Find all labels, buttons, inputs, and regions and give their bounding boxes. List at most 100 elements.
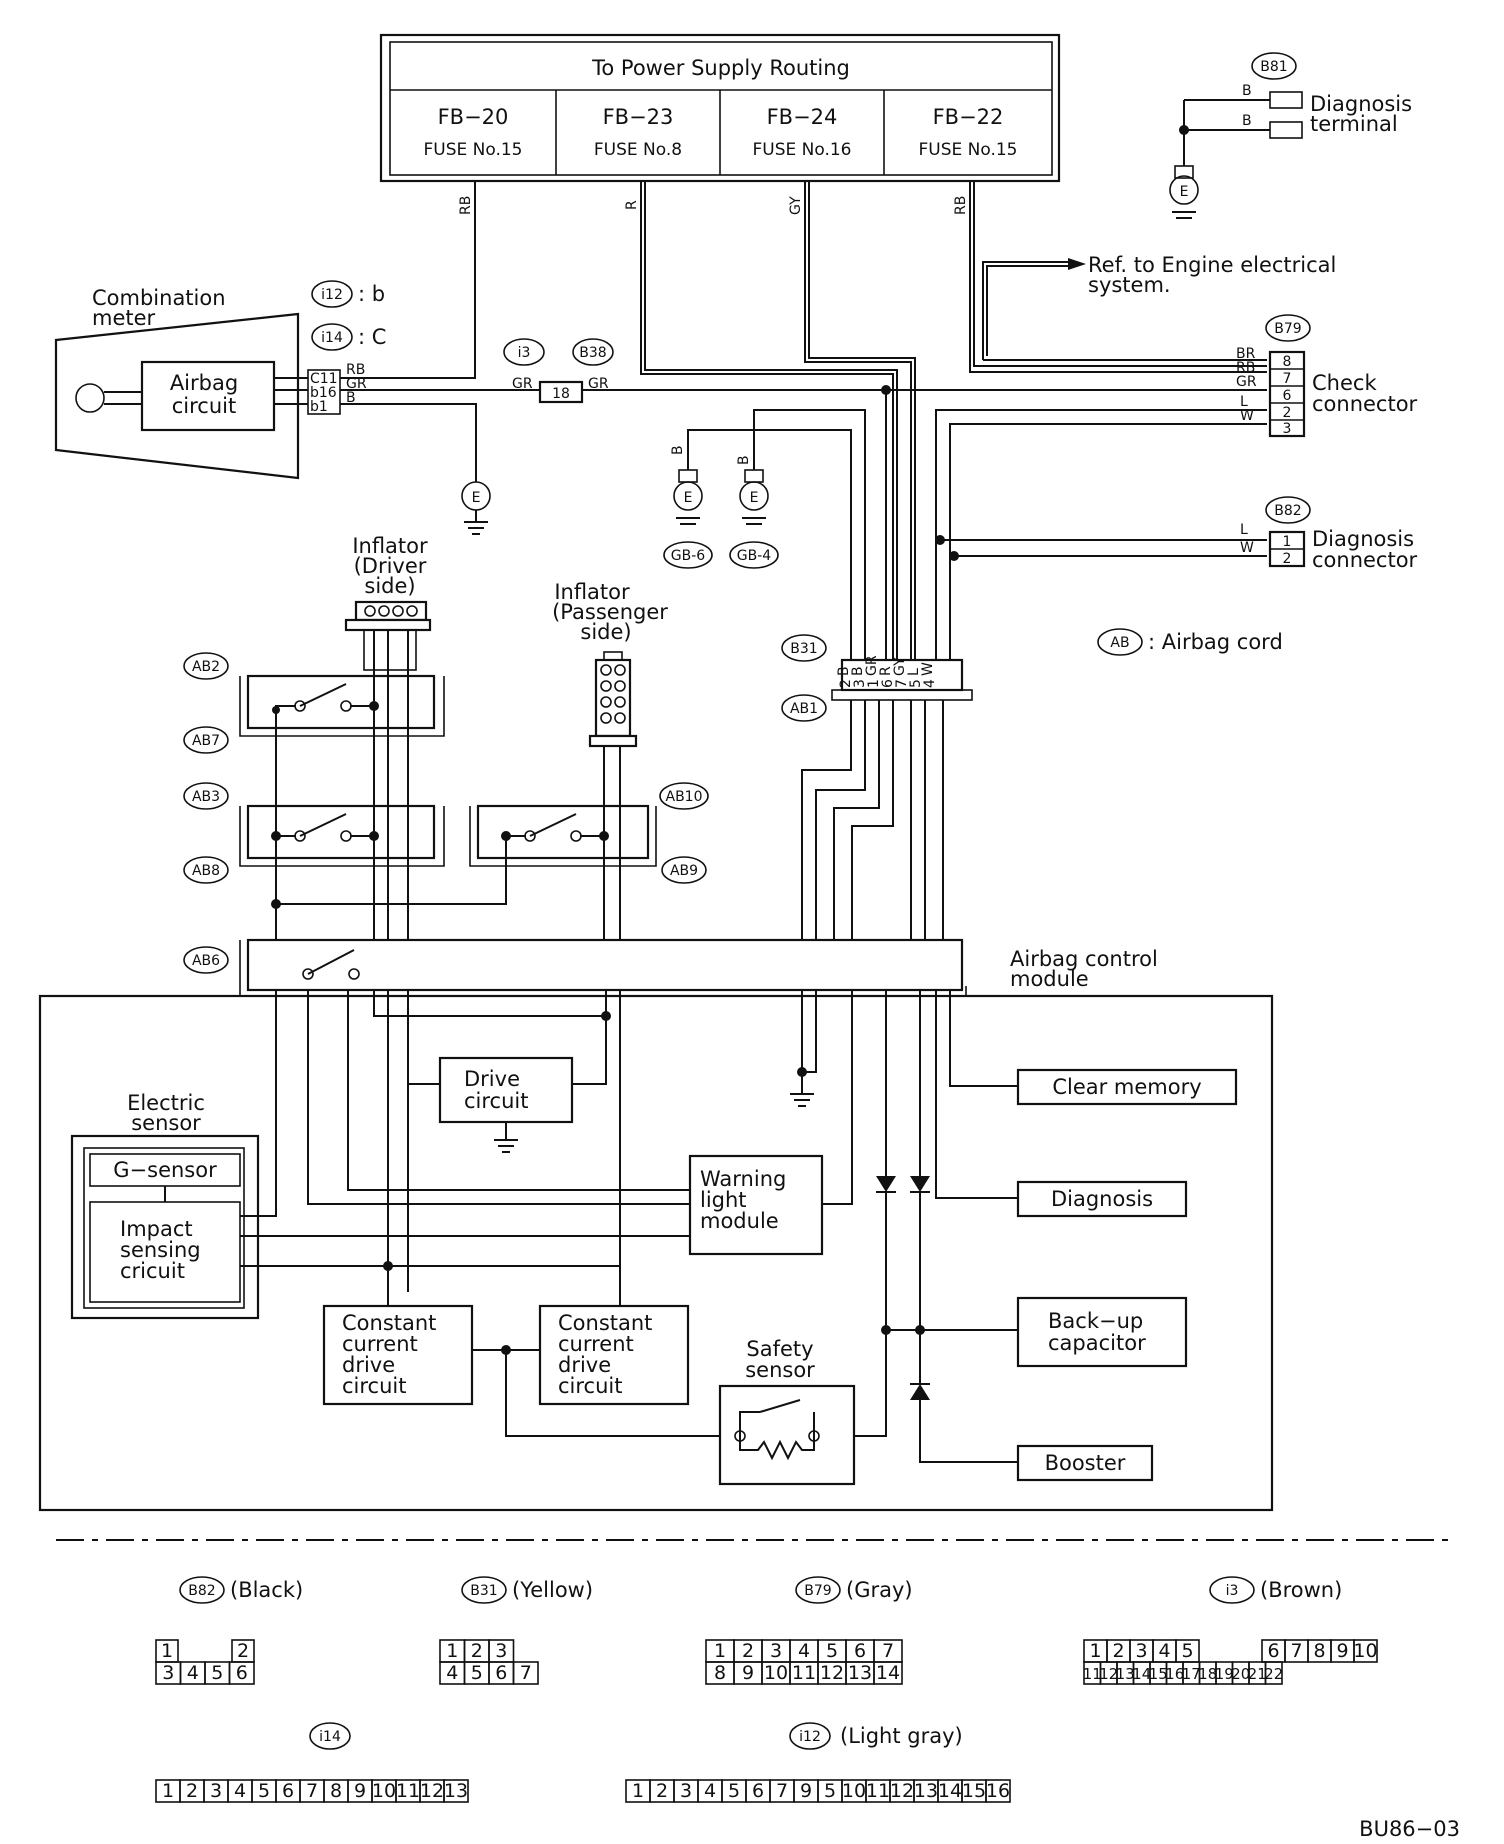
combination-meter-title-2: meter	[92, 306, 156, 330]
i14-pin: 11	[396, 1780, 420, 1802]
i12-pin: 3	[680, 1780, 692, 1802]
svg-text:W: W	[1240, 540, 1254, 556]
svg-text:B81: B81	[1260, 59, 1287, 75]
top-wiring	[340, 181, 1267, 686]
b31-row1-pin: 3	[495, 1640, 507, 1662]
svg-text:3: 3	[1283, 421, 1292, 437]
svg-text:L: L	[906, 668, 922, 676]
b79-row2-pin: 14	[876, 1662, 900, 1684]
svg-text:4: 4	[922, 679, 938, 688]
i3-row2-pin: 13	[1116, 1665, 1135, 1683]
svg-text:GB-6: GB-6	[671, 548, 706, 564]
i3-row1b-pin: 7	[1290, 1640, 1302, 1662]
i14-cell	[443, 1779, 469, 1803]
svg-text:(Driver: (Driver	[354, 554, 427, 578]
i3-row2-pin: 15	[1149, 1665, 1168, 1683]
svg-text:B79: B79	[804, 1583, 831, 1599]
i12-cell	[985, 1779, 1011, 1803]
i3-row1a-pin: 2	[1112, 1640, 1124, 1662]
i12-pin: 1	[632, 1780, 644, 1802]
svg-text:RB: RB	[1236, 360, 1255, 376]
svg-text:sensor: sensor	[131, 1111, 201, 1135]
svg-text:Impact: Impact	[120, 1217, 193, 1241]
i3-row1a-pin: 3	[1135, 1640, 1147, 1662]
i3-row2-pin: 12	[1099, 1665, 1118, 1683]
b79-row1-pin: 7	[882, 1640, 894, 1662]
svg-text:i12: i12	[799, 1729, 821, 1745]
i3-row1a-pin: 1	[1089, 1640, 1101, 1662]
svg-text:capacitor: capacitor	[1048, 1331, 1146, 1355]
svg-text:E: E	[750, 490, 759, 506]
svg-text:B: B	[836, 666, 852, 676]
svg-text:connector: connector	[1312, 392, 1418, 416]
i12-pin: 12	[890, 1780, 914, 1802]
b82-row2-pin: 5	[211, 1662, 223, 1684]
svg-text:light: light	[700, 1188, 747, 1212]
i12-pin: 5	[728, 1780, 740, 1802]
svg-text:i3: i3	[1226, 1583, 1239, 1599]
i3-row1b-pin: 10	[1353, 1640, 1377, 1662]
i14-pin: 6	[282, 1780, 294, 1802]
i3-row1b-pin: 6	[1267, 1640, 1279, 1662]
svg-text:terminal: terminal	[1310, 112, 1398, 136]
svg-text:1: 1	[1283, 534, 1292, 550]
i12-pin: 16	[986, 1780, 1010, 1802]
i3-row1a-pin: 4	[1158, 1640, 1170, 1662]
svg-text:1: 1	[866, 679, 882, 688]
inflator-passenger: Inflator (Passenger side)	[552, 580, 668, 748]
power-supply-title: To Power Supply Routing	[591, 56, 850, 80]
i14-pin: 2	[186, 1780, 198, 1802]
svg-text:L: L	[1240, 522, 1248, 538]
i3-row1a-pin: 5	[1181, 1640, 1193, 1662]
fb-23-label: FB−23	[603, 105, 674, 129]
fuse-15-label: FUSE No.15	[423, 140, 522, 160]
svg-text:Constant: Constant	[558, 1311, 652, 1335]
b31-row1-pin: 2	[471, 1640, 483, 1662]
airbag-circuit-label-1: Airbag	[170, 371, 238, 395]
legend-i14: i14	[309, 1722, 351, 1750]
svg-text:B: B	[1242, 83, 1252, 99]
svg-text:B: B	[850, 666, 866, 676]
svg-text:GB-4: GB-4	[737, 548, 772, 564]
svg-text:GR: GR	[864, 655, 880, 676]
svg-text:B31: B31	[470, 1583, 497, 1599]
svg-text:E: E	[472, 490, 481, 506]
i14-pin: 3	[210, 1780, 222, 1802]
svg-text:B: B	[670, 445, 686, 455]
svg-text:2: 2	[838, 679, 854, 688]
legend-b82: B82 (Black)	[179, 1576, 303, 1604]
i14-pin: 1	[162, 1780, 174, 1802]
b38-pin: 18	[552, 386, 570, 402]
airbag-cord-legend: AB : Airbag cord	[1097, 628, 1283, 656]
b79-row2-pin: 10	[764, 1662, 788, 1684]
svg-text:B82: B82	[188, 1583, 215, 1599]
i12-pin: 5	[824, 1780, 836, 1802]
b31-row2-pin: 5	[471, 1662, 483, 1684]
i3-row2-cell	[1264, 1661, 1283, 1685]
meter-pin-b1: b1	[310, 399, 328, 415]
i3-row1b-cell	[1353, 1639, 1378, 1663]
i3-row2-pin: 17	[1182, 1665, 1201, 1683]
svg-text:B: B	[736, 455, 752, 465]
i12-pin: 11	[866, 1780, 890, 1802]
b82-row2-cell	[228, 1661, 255, 1685]
figure-code: BU86−03	[1359, 1817, 1460, 1841]
svg-text:(Yellow): (Yellow)	[512, 1578, 593, 1602]
svg-text:Check: Check	[1312, 371, 1377, 395]
i12-pin: 4	[704, 1780, 716, 1802]
i14-pin: 12	[420, 1780, 444, 1802]
i3-wire-gr: GR	[512, 376, 533, 392]
i3-row2-pin: 11	[1083, 1665, 1102, 1683]
b38-wire-gr: GR	[588, 376, 609, 392]
b79-row2-cell	[873, 1661, 903, 1685]
i12-pin: 2	[656, 1780, 668, 1802]
check-connector: B79 8 7 6 2 3 BR RB GR L W Check connect…	[1236, 314, 1418, 438]
i12-pin: 10	[842, 1780, 866, 1802]
i14-pin: 4	[234, 1780, 246, 1802]
b79-row1-pin: 6	[854, 1640, 866, 1662]
svg-text:i14: i14	[319, 1729, 341, 1745]
svg-text:Diagnosis: Diagnosis	[1310, 92, 1412, 116]
svg-text:BR: BR	[1236, 346, 1256, 362]
module-title-2: module	[1010, 967, 1089, 991]
i3-tag: i3	[518, 345, 531, 361]
